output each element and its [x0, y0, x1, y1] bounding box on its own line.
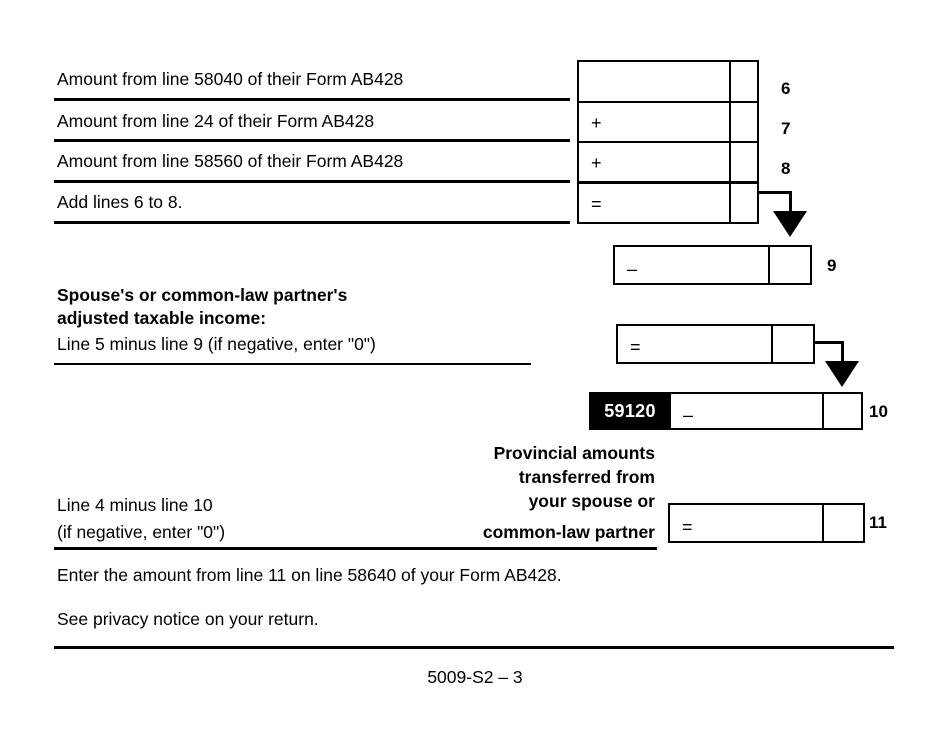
cents-divider [729, 62, 731, 222]
row-underline-line-7 [54, 139, 570, 142]
cents-divider-line-10 [822, 394, 824, 428]
row-label-line-8: Amount from line 58560 of their Form AB4… [57, 151, 404, 171]
line-number-6: 6 [781, 79, 791, 98]
spouse-income-underline [54, 363, 531, 365]
connector-arrowhead-2 [825, 361, 859, 387]
line-number-11: 11 [869, 513, 887, 532]
operator-spouse-income: = [630, 337, 641, 357]
line-11-left-text-2: (if negative, enter "0") [57, 522, 226, 542]
cents-divider-line-9 [768, 247, 770, 283]
money-box-line-9[interactable]: – [613, 245, 812, 285]
connector-vertical-1 [789, 191, 792, 213]
row-underline-line-8 [54, 180, 570, 183]
line-code-59120-chip: 59120 [589, 392, 671, 430]
row-label-line-6: Amount from line 58040 of their Form AB4… [57, 69, 404, 89]
money-box-spouse-adjusted-income[interactable]: = [616, 324, 815, 364]
row-label-add-lines: Add lines 6 to 8. [57, 192, 183, 212]
stack-separator-2 [579, 141, 757, 143]
spouse-income-subtext: Line 5 minus line 9 (if negative, enter … [57, 334, 376, 354]
row-underline-add-lines [54, 221, 570, 224]
spouse-income-heading-line-2: adjusted taxable income: [57, 308, 267, 328]
line-number-10: 10 [869, 402, 888, 421]
transfer-instruction-text: Enter the amount from line 11 on line 58… [57, 565, 562, 585]
money-box-stack-lines-6-to-8[interactable]: + + = [577, 60, 759, 224]
operator-line-9: – [627, 259, 638, 279]
transferred-block-line-3: your spouse or [528, 491, 655, 511]
line-number-9: 9 [827, 256, 837, 275]
line-11-underline [54, 547, 657, 550]
row-label-line-7: Amount from line 24 of their Form AB428 [57, 111, 375, 131]
line-number-8: 8 [781, 159, 791, 178]
operator-line-11: = [682, 517, 693, 537]
footer-form-code: 5009-S2 – 3 [427, 667, 523, 687]
line-number-7: 7 [781, 119, 791, 138]
footer-divider [54, 646, 894, 649]
connector-horizontal-1 [757, 191, 792, 194]
line-11-left-text-1: Line 4 minus line 10 [57, 495, 213, 515]
stack-separator-3 [579, 181, 757, 184]
connector-vertical-2 [841, 341, 844, 363]
transferred-block-line-2: transferred from [518, 467, 655, 487]
connector-arrowhead-1 [773, 211, 807, 237]
privacy-notice-text: See privacy notice on your return. [57, 609, 319, 629]
money-box-line-10[interactable]: – [669, 392, 863, 430]
operator-line-10: – [683, 405, 694, 425]
operator-add-lines: = [591, 194, 602, 214]
cents-divider-spouse-income [771, 326, 773, 362]
money-box-line-11[interactable]: = [668, 503, 865, 543]
operator-line-8: + [591, 153, 602, 173]
connector-horizontal-2 [813, 341, 844, 344]
spouse-income-heading-line-1: Spouse's or common-law partner's [57, 285, 348, 305]
operator-line-7: + [591, 113, 602, 133]
transferred-block-line-1: Provincial amounts [493, 443, 655, 463]
transferred-block-line-4: common-law partner [482, 522, 655, 542]
cents-divider-line-11 [822, 505, 824, 541]
stack-separator-1 [579, 101, 757, 103]
row-underline-line-6 [54, 98, 570, 101]
